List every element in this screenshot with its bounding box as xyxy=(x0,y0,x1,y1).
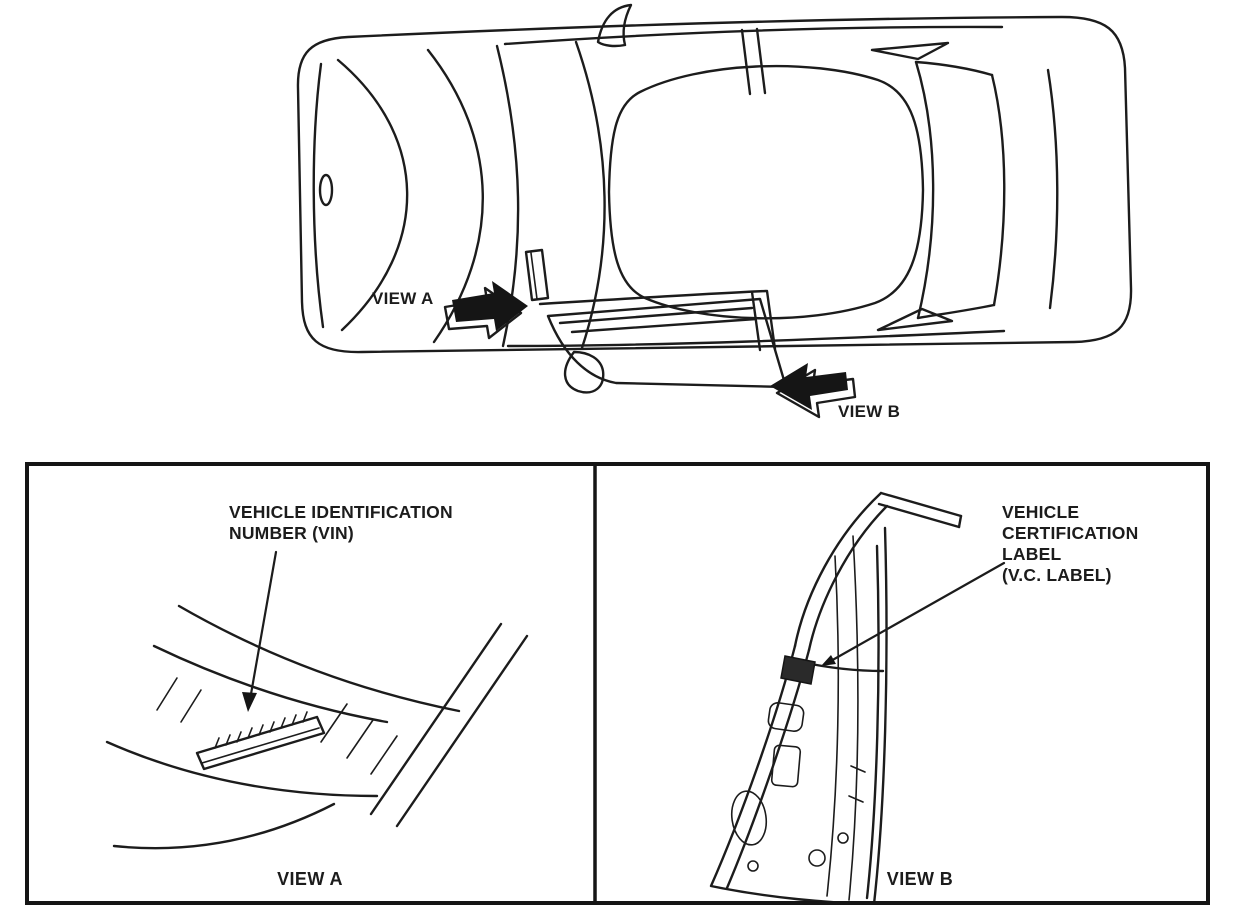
vc-label-line1: VEHICLE xyxy=(1002,502,1080,522)
vin-label-line2: NUMBER (VIN) xyxy=(229,523,354,543)
view-b-callout: VIEW B xyxy=(838,402,901,421)
vc-label-line3: LABEL xyxy=(1002,544,1062,564)
view-a-arrow-icon xyxy=(452,281,528,331)
detail-panels-drawing xyxy=(105,466,1006,901)
mirror-top xyxy=(596,3,633,48)
open-door-outline xyxy=(546,297,788,389)
vin-plate-top-view xyxy=(524,248,550,302)
vin-leader-arrowhead xyxy=(242,692,257,712)
vc-label-line2: CERTIFICATION xyxy=(1002,523,1139,543)
vin-plate-detail xyxy=(195,715,326,771)
car-body-outline xyxy=(296,15,1133,354)
panel-a-art xyxy=(105,550,529,850)
vin-label-line1: VEHICLE IDENTIFICATION xyxy=(229,502,453,522)
vc-label-detail xyxy=(780,655,816,685)
panel-b-art xyxy=(709,491,1006,901)
panel-a-caption: VIEW A xyxy=(277,869,343,889)
windshield-rear-edge xyxy=(574,40,606,350)
panel-b-caption: VIEW B xyxy=(886,869,954,889)
cabin-outline xyxy=(607,64,925,320)
vin-plate-characters xyxy=(214,711,308,749)
mirror-bottom xyxy=(563,350,605,394)
vc-label-line4: (V.C. LABEL) xyxy=(1002,565,1112,585)
hood-emblem xyxy=(318,173,334,207)
car-top-view-drawing xyxy=(296,3,1133,419)
view-a-callout: VIEW A xyxy=(372,289,434,308)
detail-panels-box xyxy=(25,462,1210,905)
door-outline xyxy=(709,526,888,901)
vc-leader-arrowhead xyxy=(821,655,836,666)
view-b-arrow-icon xyxy=(770,363,848,410)
